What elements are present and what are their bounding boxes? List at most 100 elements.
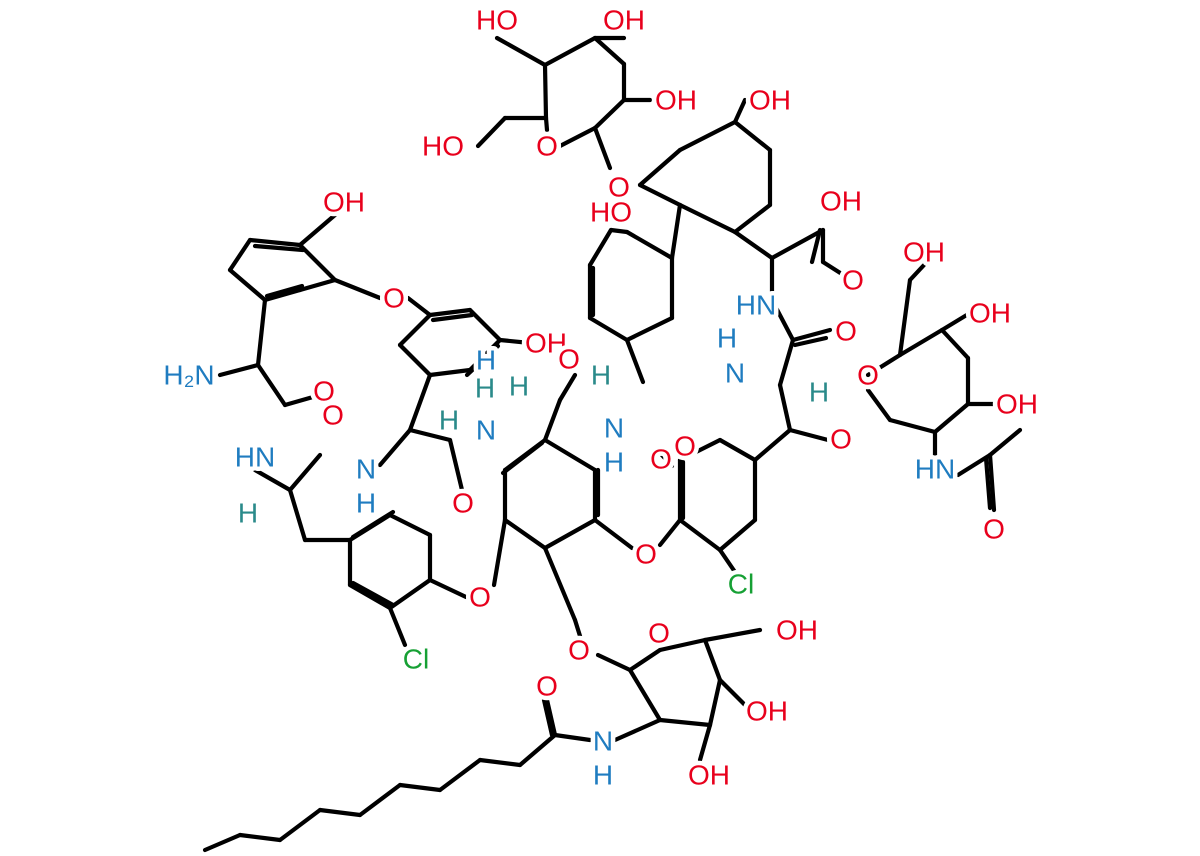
bond-12 <box>592 125 613 171</box>
bond-119 <box>217 362 261 378</box>
bond-1 <box>542 35 598 68</box>
atom-label-h-n-center-2: H <box>604 447 624 478</box>
bond-47 <box>897 277 913 358</box>
bond-27 <box>587 227 614 268</box>
bond-17 <box>732 202 773 235</box>
atom-label-oh-sugar-top-ch2: HO <box>422 131 464 162</box>
bond-23 <box>769 227 826 261</box>
bond-117 <box>297 212 338 248</box>
bond-121 <box>282 392 323 408</box>
double-bond-2 <box>500 440 545 476</box>
bond-123 <box>427 307 473 318</box>
bond-22 <box>732 229 775 261</box>
bond-37 <box>777 337 796 388</box>
bond-94 <box>317 807 363 818</box>
atom-label-h-n-center-3: H <box>717 323 737 354</box>
bond-86 <box>612 717 663 743</box>
bond-53 <box>987 452 997 513</box>
atom-label-nh2-left: H₂N <box>163 360 214 391</box>
bond-92 <box>397 782 443 793</box>
atom-label-h-stereo-right: H <box>809 377 829 408</box>
bond-103 <box>347 582 393 611</box>
bond-84 <box>657 717 713 728</box>
bond-91 <box>437 757 483 793</box>
atom-label-oh-sugar-right-ch2: OH <box>903 237 945 268</box>
bond-124 <box>467 307 503 343</box>
bond-100 <box>387 512 433 538</box>
atom-label-o-amide-center-2: O <box>558 344 580 375</box>
atom-label-o-decanoyl: O <box>536 671 558 702</box>
atom-label-o-cooh: O <box>842 265 864 296</box>
bond-5 <box>592 35 627 67</box>
bond-30 <box>624 315 675 343</box>
atom-label-o-acetyl: O <box>983 514 1005 545</box>
atom-label-o-amide-center-3: O <box>650 444 672 475</box>
bond-115 <box>262 287 303 303</box>
bond-133 <box>497 337 533 346</box>
atom-label-o-ring-sugar-bottom: O <box>648 618 670 649</box>
bond-8 <box>557 125 598 149</box>
atom-label-n-center-3: N <box>725 358 745 389</box>
bond-90 <box>477 757 523 768</box>
atom-label-o-ring-sugar-top: O <box>536 131 558 162</box>
atom-label-oh-sugar-bottom-2: OH <box>688 760 730 791</box>
bond-111 <box>297 242 338 283</box>
bond-72 <box>557 372 578 403</box>
double-bond-14 <box>657 450 675 469</box>
atom-label-oh-left-top: OH <box>323 187 365 218</box>
atom-label-h-n-center: H <box>476 345 496 376</box>
bond-95 <box>277 807 323 843</box>
bond-15 <box>732 119 773 153</box>
atom-label-hn-left: HN <box>235 442 275 473</box>
bond-96 <box>237 832 283 843</box>
atom-label-o-glycoside-bottom: O <box>568 635 590 666</box>
bond-131 <box>407 427 453 443</box>
bond-18 <box>677 202 738 235</box>
bond-21 <box>669 202 683 261</box>
bond-109 <box>287 452 323 493</box>
double-bond-4 <box>541 697 555 738</box>
bond-126 <box>427 367 473 378</box>
bond-78 <box>657 637 708 653</box>
bond-118 <box>255 297 268 368</box>
atom-label-h-stereo-center-3: H <box>509 371 529 402</box>
bond-76 <box>595 652 633 673</box>
bond-33 <box>608 227 630 235</box>
atom-label-oh-sugar-bottom-1: OH <box>746 696 788 727</box>
atom-label-o-ether-right: O <box>635 539 657 570</box>
bond-81 <box>717 677 748 708</box>
bond-73 <box>542 545 578 623</box>
bond-40 <box>865 352 903 378</box>
bond-70 <box>542 517 598 551</box>
bond-77 <box>627 647 663 673</box>
double-bond-12 <box>350 580 396 608</box>
double-bond-11 <box>350 509 396 540</box>
bond-130 <box>377 427 413 468</box>
bond-39 <box>787 427 831 443</box>
bond-62 <box>717 547 738 575</box>
bond-13 <box>637 147 683 188</box>
atom-label-h-stereo-center-1: H <box>439 405 459 436</box>
atom-label-o-ring-sugar-right: O <box>857 360 879 391</box>
double-bond-7 <box>252 243 306 253</box>
atom-label-oh-sugar-right-1: OH <box>969 298 1011 329</box>
bond-29 <box>587 315 630 343</box>
bond-74 <box>572 617 583 639</box>
atom-label-o-ether-top-left: O <box>383 283 405 314</box>
bond-104 <box>387 577 433 611</box>
atom-label-oh-sugar-bottom-ch2: OH <box>776 615 818 646</box>
bond-64 <box>592 517 635 551</box>
bond-75 <box>491 517 508 588</box>
atom-label-o-amide-right: O <box>835 316 857 347</box>
atom-label-oh-sugar-right-2: OH <box>996 389 1038 420</box>
double-bond-1 <box>792 335 829 348</box>
bond-58 <box>677 517 723 553</box>
bond-54 <box>987 427 1023 458</box>
bond-35 <box>769 297 796 343</box>
bond-14 <box>677 119 738 153</box>
bond-42 <box>939 327 971 361</box>
double-bond-5 <box>983 455 993 511</box>
bond-69 <box>502 517 548 551</box>
atom-label-o-amide-center-1: O <box>452 488 474 519</box>
